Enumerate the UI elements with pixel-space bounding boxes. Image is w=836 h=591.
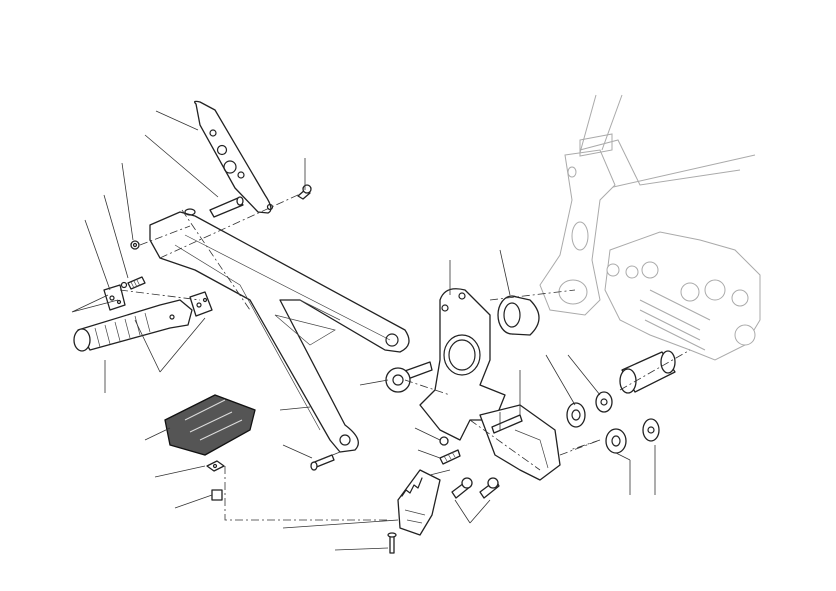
engine-outline [604, 231, 761, 361]
heel-guard-plate [194, 100, 274, 214]
pivot-pin [209, 196, 244, 218]
small-washer [439, 436, 449, 446]
washer-lower [642, 418, 660, 442]
serrated-footpeg [397, 469, 441, 536]
spacer-sleeve-upper [566, 402, 586, 428]
short-bolt [491, 414, 523, 434]
rubber-bushing [497, 295, 540, 336]
square-nut [206, 460, 225, 472]
hex-bolt-a [451, 477, 473, 499]
spring [120, 276, 146, 290]
passenger-footpeg-hanger [419, 288, 506, 441]
spacer [211, 489, 223, 501]
clip-washer [130, 240, 140, 250]
frame-outline [539, 94, 756, 316]
bushing-bolt [385, 361, 433, 393]
detent-plate-left [103, 284, 126, 311]
small-spring [439, 449, 461, 465]
rider-footpeg-bracket [149, 208, 410, 453]
heel-plate-bolt [297, 184, 312, 200]
clevis-pin [387, 532, 397, 554]
washer-upper [595, 391, 613, 413]
rider-footpeg [73, 299, 193, 352]
spacer-sleeve-lower [605, 428, 627, 454]
detent-plate-right [189, 291, 213, 317]
assembly-centerlines [119, 193, 691, 521]
leader-lines [71, 110, 656, 551]
hex-bolt-b [479, 477, 500, 499]
rubber-pad [164, 394, 256, 456]
bearing-sleeve [619, 350, 676, 394]
